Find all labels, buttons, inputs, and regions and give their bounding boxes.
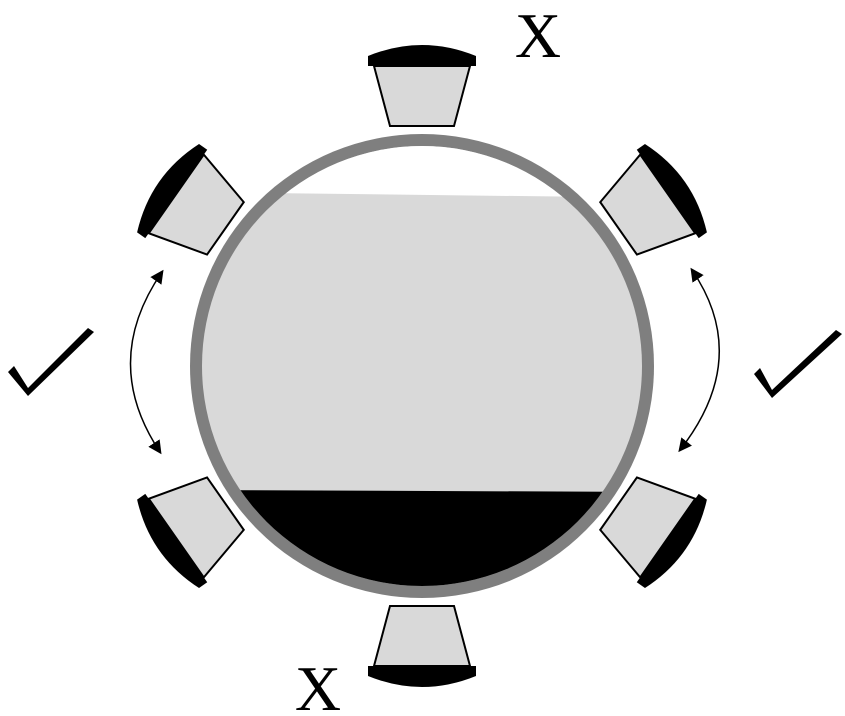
right-double-arrow-icon — [680, 270, 719, 450]
bottom-x-label: X — [295, 653, 341, 716]
top-x-label: X — [515, 0, 561, 71]
right-checkmark-icon — [754, 330, 842, 398]
chair-top — [368, 45, 476, 126]
table-top-band — [180, 120, 680, 198]
chair-bottom — [368, 606, 476, 687]
left-double-arrow-icon — [130, 272, 162, 452]
left-checkmark-icon — [8, 328, 94, 396]
